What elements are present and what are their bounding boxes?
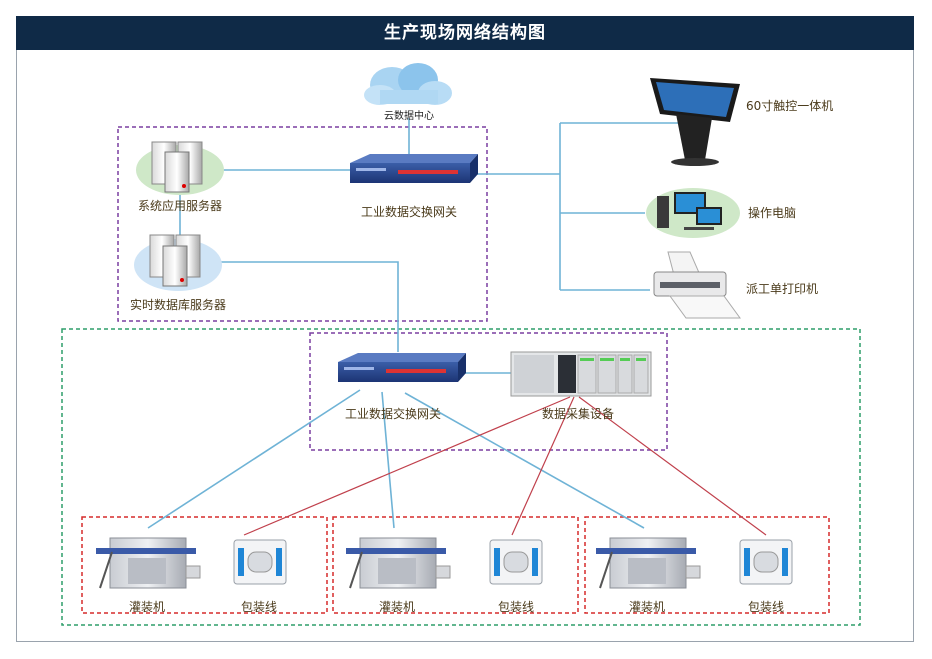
packer-label-2: 包装线 — [497, 600, 535, 614]
cloud-zone-boundary — [117, 126, 488, 322]
line-zone-3 — [584, 516, 830, 614]
packer-machine-icon-2 — [489, 539, 543, 585]
gateway-top-label: 工业数据交换网关 — [360, 205, 458, 219]
printer-label: 派工单打印机 — [746, 282, 819, 296]
app-server-icon — [136, 141, 224, 195]
data-collector-label: 数据采集设备 — [541, 407, 615, 421]
printer-icon — [653, 251, 741, 319]
database-server-icon — [134, 234, 222, 291]
packer-label-1: 包装线 — [240, 600, 278, 614]
diagram-title: 生产现场网络结构图 — [16, 16, 914, 50]
packer-machine-icon-1 — [233, 539, 287, 585]
filler-label-3: 灌装机 — [628, 600, 666, 614]
operator-pc-label: 操作电脑 — [748, 206, 797, 220]
gateway-top-icon — [350, 154, 478, 183]
control-links — [243, 396, 767, 536]
line-zone-1 — [81, 516, 328, 614]
gateway-bottom-icon — [338, 353, 466, 382]
line-zone-2 — [332, 516, 579, 614]
gateway-bottom-label: 工业数据交换网关 — [344, 407, 442, 421]
filler-machine-icon-1 — [96, 537, 201, 589]
operator-pc-icon — [646, 188, 740, 238]
filler-label-1: 灌装机 — [128, 600, 166, 614]
filler-label-2: 灌装机 — [378, 600, 416, 614]
network-links — [147, 118, 678, 529]
packer-machine-icon-3 — [739, 539, 793, 585]
app-server-label: 系统应用服务器 — [137, 199, 223, 213]
field-zone-boundary — [61, 328, 861, 626]
touch-terminal-icon — [650, 78, 740, 166]
packer-label-3: 包装线 — [747, 600, 785, 614]
touch-terminal-label: 60寸触控一体机 — [746, 99, 834, 113]
filler-machine-icon-2 — [346, 537, 451, 589]
filler-machine-icon-3 — [596, 537, 701, 589]
cloud-icon — [364, 63, 452, 105]
cloud-label: 云数据中心 — [384, 111, 434, 122]
gateway-zone-boundary — [309, 332, 668, 451]
db-server-label: 实时数据库服务器 — [129, 298, 227, 312]
data-collector-icon — [510, 351, 652, 397]
